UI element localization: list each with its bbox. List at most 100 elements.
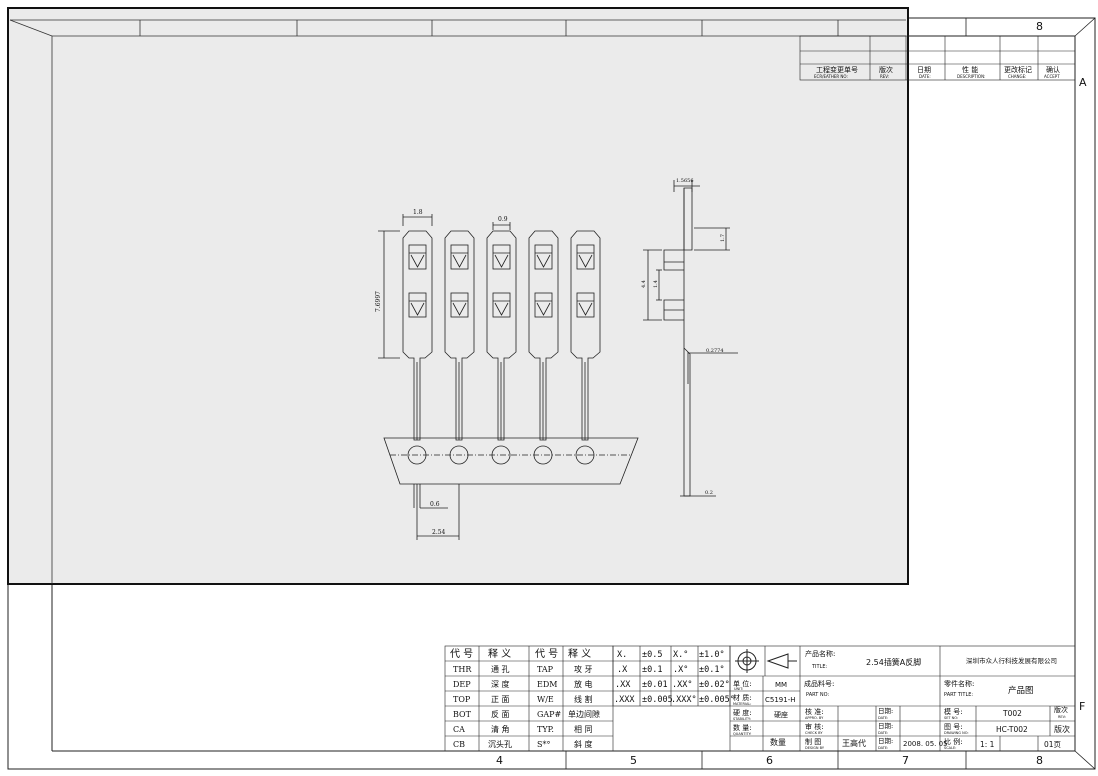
legend-cell: 线 割 (574, 694, 593, 704)
approve-label: 核 准: (805, 707, 824, 716)
drawing-label: 图 号: (944, 723, 963, 731)
material-en: MATERIAL: (733, 702, 751, 706)
date-en-3: DATE: (878, 746, 888, 750)
bottom-ruler-4: 4 (496, 754, 503, 767)
legend-cell: 通 孔 (491, 664, 510, 674)
pin-2 (444, 230, 475, 441)
title-block-grid (729, 645, 1076, 752)
finished-pn-label: 成品料号: (804, 679, 834, 688)
quantity-value: 数量 (770, 737, 786, 747)
tol-cell: X. (617, 650, 627, 660)
bottom-ruler-5: 5 (630, 754, 637, 767)
legend-header-meaning2: 释 义 (568, 647, 591, 660)
dim-1-5656: 1.5656 (676, 178, 694, 184)
legend-cell: 正 面 (491, 695, 510, 704)
rev-header-rev: 版次 (879, 65, 893, 74)
row-label-right-a: A (1079, 76, 1087, 89)
quantity-label: 数 量: (733, 723, 752, 732)
tol-cell: .XXX (614, 695, 635, 705)
viewport-diagonal (9, 19, 53, 37)
scale-en: SCALE: (944, 746, 956, 750)
page-value: 01页 (1044, 740, 1062, 749)
model-en: SET NO: (944, 716, 958, 720)
quantity-en: QUANTITY: (733, 732, 752, 736)
designer-name: 王高代 (842, 738, 866, 748)
pin-5 (570, 230, 601, 441)
row-label-right-f: F (1079, 700, 1085, 713)
check-label: 审 核: (805, 722, 824, 731)
product-name: 2.54插簧A反脚 (866, 657, 921, 667)
dim-2-54: 2.54 (432, 529, 446, 536)
legend-cell: TAP (537, 665, 554, 674)
revision-block (799, 35, 1076, 81)
tol-cell: .X (617, 665, 628, 675)
rev-header-desc-en: DESCRIPTION: (957, 74, 985, 79)
material-label: 材 质: (733, 693, 752, 702)
legend-cell: CA (453, 725, 465, 734)
legend-cell: DEP (453, 680, 471, 689)
drawing-viewport[interactable] (7, 7, 909, 585)
bottom-ruler (565, 751, 967, 769)
hardness-label: 硬 度: (733, 708, 752, 717)
rev-en: REV: (1058, 715, 1066, 719)
legend-cell: 清 角 (491, 724, 510, 734)
title-en: TITLE: (811, 664, 828, 670)
tol-cell: ±1.0° (699, 650, 725, 660)
legend-cell: TYP. (537, 725, 554, 734)
legend-cell: 相 同 (574, 724, 593, 734)
dim-0-9: 0.9 (498, 216, 508, 223)
tol-cell: ±0.1° (699, 665, 725, 675)
unit-value: MM (775, 681, 787, 689)
legend-cell: GAP# (537, 710, 562, 719)
model-value: T002 (1002, 709, 1022, 718)
scale-label: 比 例: (944, 737, 963, 746)
date-en-2: DATE: (878, 731, 888, 735)
legend-cell: THR (453, 665, 472, 674)
hardness-value: 硬座 (774, 710, 788, 719)
tol-cell: X.° (673, 650, 688, 660)
drawing-no: HC-T002 (996, 725, 1028, 734)
pin-4 (528, 230, 559, 441)
pin-front-view (378, 214, 639, 540)
rev-value: 版次 (1054, 724, 1070, 734)
pin-3 (486, 230, 517, 441)
corner-diagonal-tr (1074, 17, 1096, 37)
tol-cell: ±0.005° (699, 695, 735, 705)
tol-cell: ±0.5 (642, 650, 662, 660)
rev-header-ecr: 工程变更单号 (816, 65, 858, 74)
legend-cell: TOP (453, 695, 471, 704)
bottom-ruler-6: 6 (766, 754, 773, 767)
product-name-label: 产品名称: (805, 649, 835, 658)
scale-value: 1: 1 (980, 740, 995, 749)
date-en-1: DATE: (878, 716, 888, 720)
legend-cell: 深 度 (491, 679, 510, 689)
dim-4-4: 4.4 (641, 280, 647, 288)
dim-1-7: 1.7 (720, 234, 726, 242)
design-label: 制 图 (805, 737, 821, 746)
unit-en: UNIT: (734, 687, 743, 691)
dim-1-4: 1.4 (653, 280, 659, 288)
rev-header-accept: 确认 (1046, 65, 1060, 74)
drawing-en: DRAWING NO: (944, 731, 969, 735)
part-title-en: PART TITLE: (944, 692, 973, 698)
date-label-2: 日期: (878, 722, 893, 730)
date-value: 2008. 05. 05 (903, 740, 948, 748)
tolerance-rows: X. ±0.5 X.° ±1.0° .X ±0.1 .X° ±0.1° .XX … (614, 650, 735, 705)
part-name: 产品图 (1008, 685, 1034, 696)
tol-cell: ±0.01 (642, 680, 668, 690)
legend-cell: EDM (537, 680, 557, 689)
first-angle-projection-icon (735, 649, 797, 673)
rev-header-rev-en: REV: (880, 74, 889, 79)
tol-cell: ±0.005 (642, 695, 673, 705)
tol-cell: .XX (615, 680, 631, 690)
ruler-8: 8 (1036, 20, 1043, 33)
legend-cell: S*° (537, 740, 550, 749)
dim-0-2774: 0.2774 (706, 348, 724, 354)
material-value: C5191-H (765, 696, 796, 704)
tol-cell: .XXX° (671, 695, 697, 705)
legend-cell: 攻 牙 (574, 664, 593, 674)
date-label-3: 日期: (878, 737, 893, 745)
legend-cell: W/E (537, 695, 554, 704)
legend-header-code2: 代 号 (535, 648, 558, 660)
